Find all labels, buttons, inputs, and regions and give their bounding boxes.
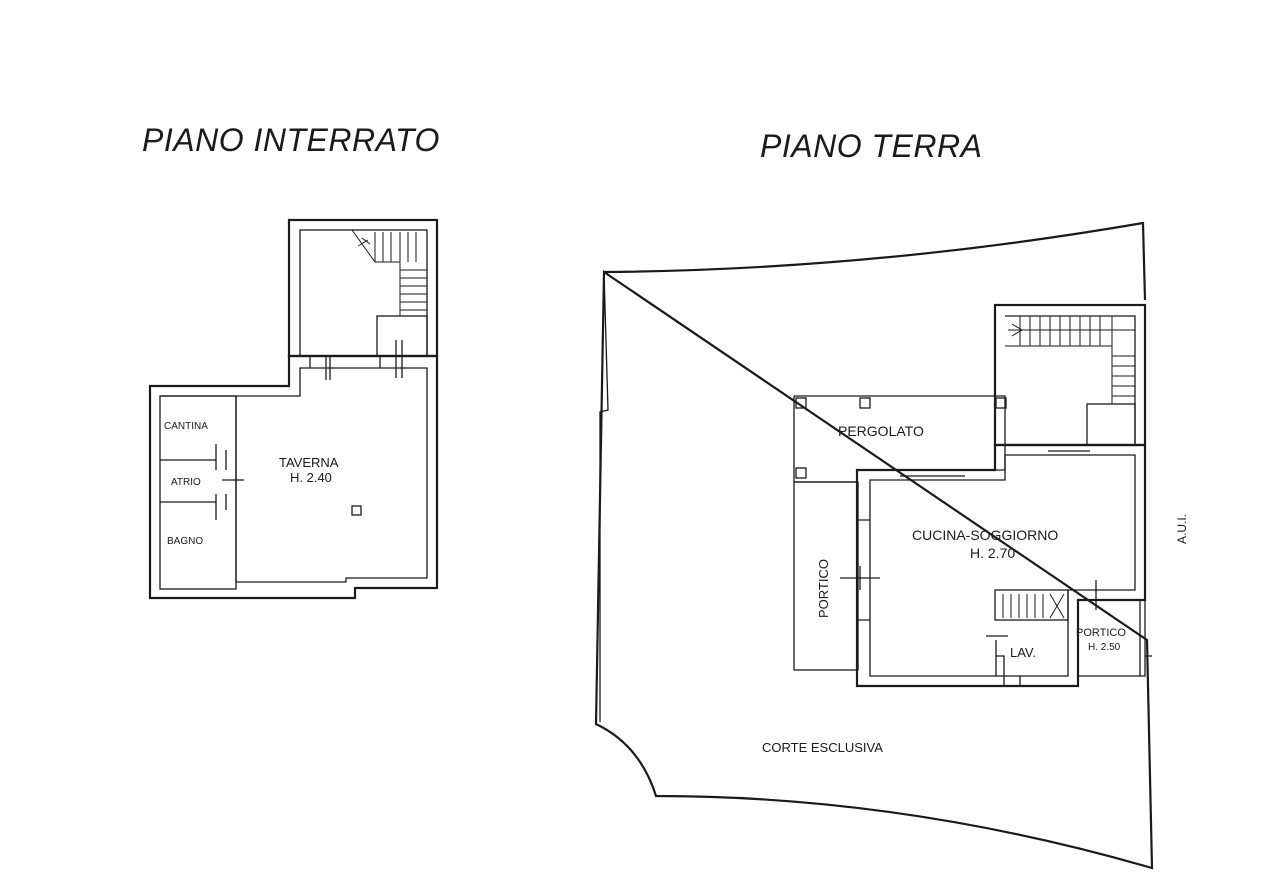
label-cucina-soggiorno: CUCINA-SOGGIORNO [912, 527, 1058, 543]
portico-right-outline [1078, 599, 1146, 677]
ground-plan: PERGOLATO CUCINA-SOGGIORNO H. 2.70 PORTI… [594, 221, 1189, 870]
label-portico-left: PORTICO [816, 559, 831, 618]
taverna-column [351, 505, 362, 516]
label-portico-right: PORTICO [1076, 627, 1126, 639]
ground-stair-room-inner [1005, 315, 1136, 445]
ground-windows [900, 444, 1090, 477]
label-cantina: CANTINA [164, 421, 208, 432]
title-piano-interrato: PIANO INTERRATO [142, 122, 440, 158]
cucina-inner-wall [869, 454, 1136, 677]
title-piano-terra: PIANO TERRA [760, 128, 983, 164]
label-atrio: ATRIO [171, 477, 201, 488]
label-aui: A.U.I. [1175, 514, 1189, 544]
basement-outer-wall [148, 354, 439, 600]
label-corte-esclusiva: CORTE ESCLUSIVA [762, 740, 883, 755]
basement-door-jambs [215, 444, 227, 520]
label-cucina-height: H. 2.70 [970, 545, 1015, 561]
basement-stairs [351, 229, 428, 357]
basement-plan: CANTINA ATRIO BAGNO TAVERNA H. 2.40 [148, 218, 439, 600]
portico-right-edge [1139, 600, 1152, 676]
service-block [159, 395, 237, 590]
lav-walls [986, 635, 1008, 676]
label-taverna-height: H. 2.40 [290, 470, 332, 485]
label-bagno: BAGNO [167, 536, 203, 547]
lav-window [1003, 676, 1021, 686]
inner-stair [994, 589, 1069, 621]
basement-partitions [160, 459, 216, 503]
taverna-inner-wall [160, 367, 428, 583]
label-portico-right-height: H. 2.50 [1088, 642, 1121, 653]
label-pergolato: PERGOLATO [838, 423, 924, 439]
ground-openings [840, 519, 880, 621]
label-taverna: TAVERNA [279, 455, 339, 470]
courtyard-left-edge [599, 271, 609, 722]
basement-stair-room-outer [287, 218, 439, 358]
label-lav: LAV. [1010, 645, 1036, 660]
courtyard-boundary [594, 221, 1154, 870]
ground-stairs [1005, 316, 1136, 446]
